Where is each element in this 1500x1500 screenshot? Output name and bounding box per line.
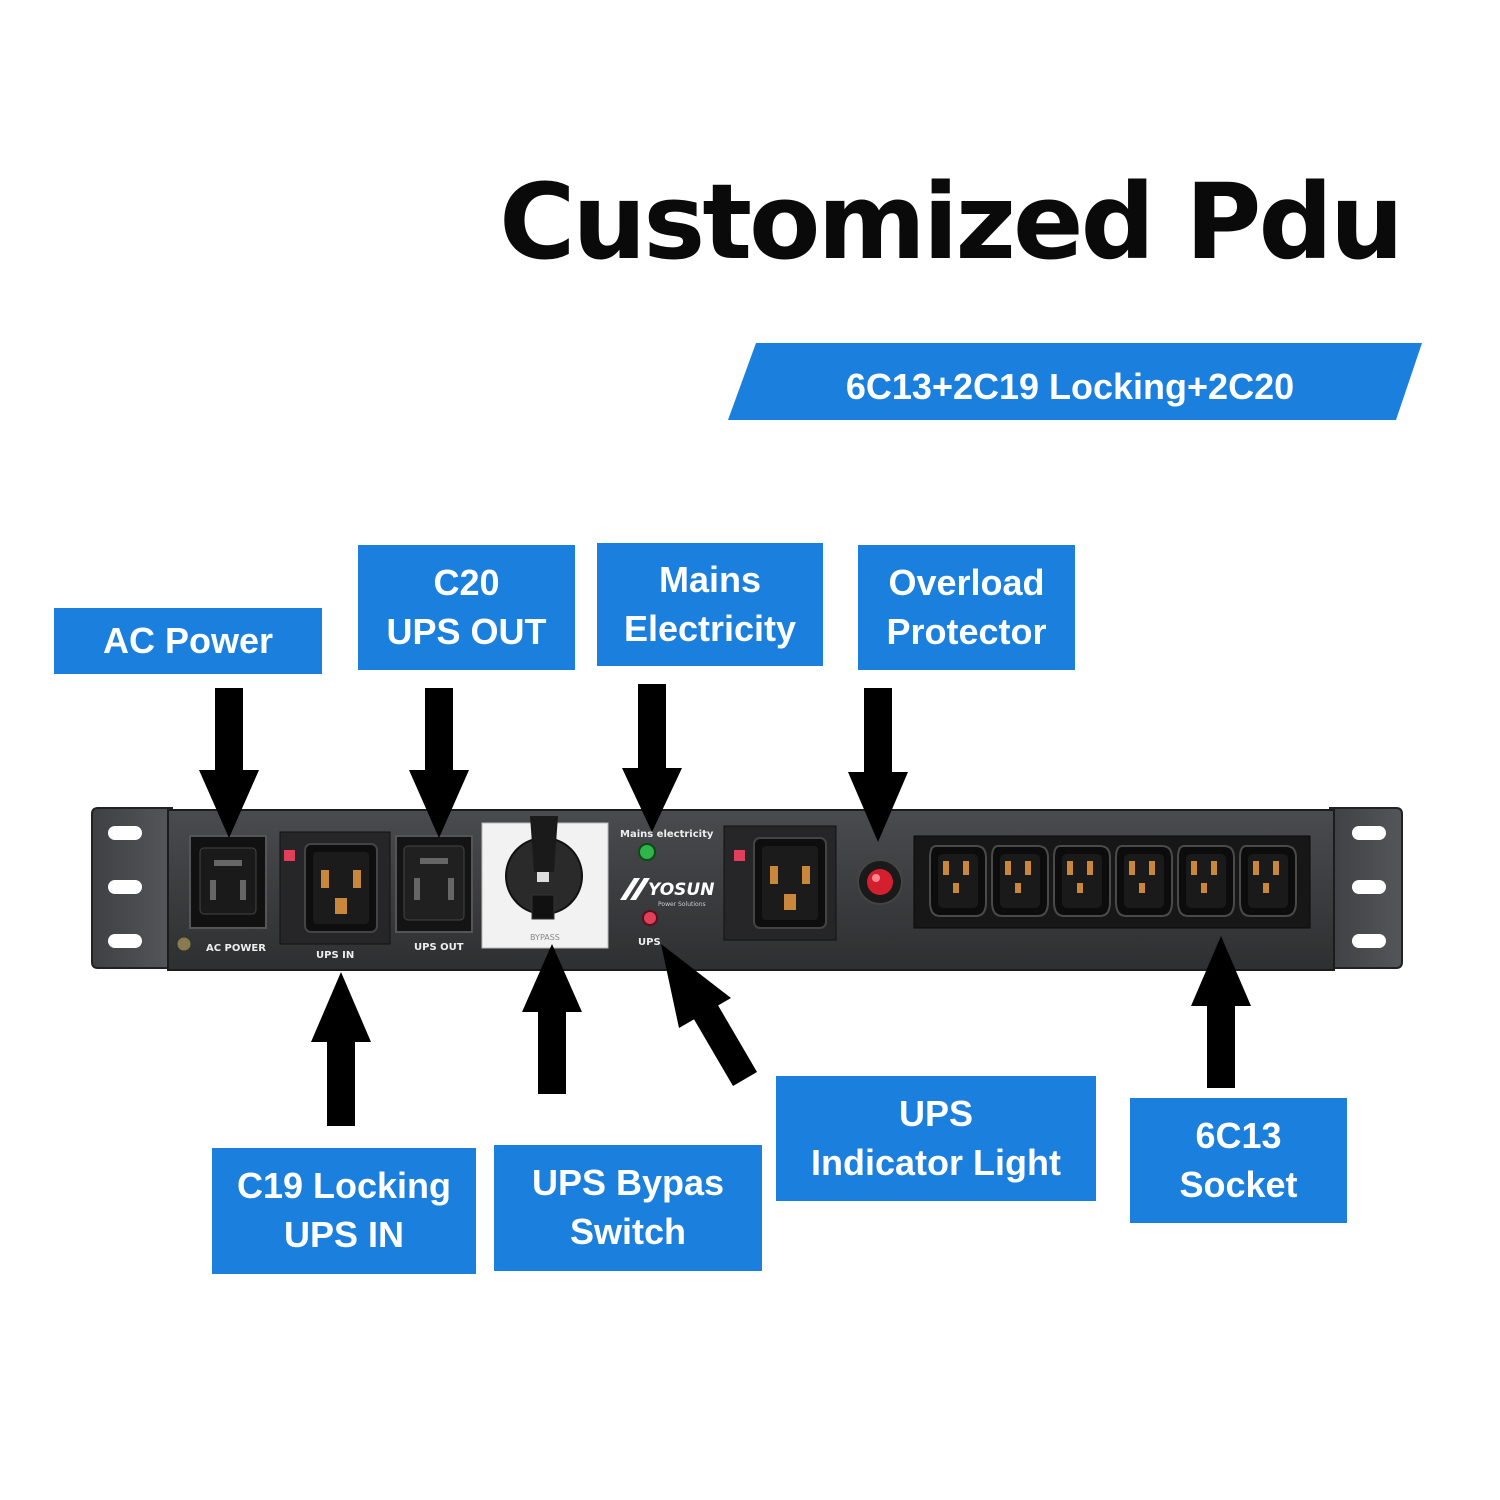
switch-mark: BYPASS [530,933,560,942]
brand-name: YOSUN [648,880,714,900]
arrows [199,684,1251,1126]
rack-ear-right [1329,807,1403,969]
ups-in-led [284,850,295,861]
arrow-ups-indicator-light [661,944,757,1086]
device-label-ac-power: AC POWER [206,943,266,954]
arrow-6c13-socket [1191,936,1251,1088]
arrow-overload-protector [848,688,908,842]
label-ac-power: AC Power [54,608,322,674]
brand-logo: YOSUN Power Solutions [620,878,714,908]
device-label-ups-out: UPS OUT [414,942,464,953]
device-label-mains: Mains electricity [620,829,714,840]
device-label-ups-in: UPS IN [316,950,354,961]
ups-indicator-led [642,910,658,926]
ac-power-inlet: AC POWER [176,835,267,954]
c19-output-led [734,850,745,861]
c13-socket [1239,845,1297,917]
mains-indicator-led [638,843,656,861]
arrow-ac-power [199,688,259,838]
subtitle-text: 6C13+2C19 Locking+2C20 [845,366,1295,407]
ups-bypass-switch: BYPASS [481,816,609,949]
device-label-ups: UPS [638,937,661,948]
c19-locking-socket [304,843,378,933]
arrow-mains-electricity [622,684,682,832]
arrow-c20-ups-out [409,688,469,838]
overload-protector [857,859,903,905]
c13-socket [1177,845,1235,917]
arrow-ups-bypass-switch [522,944,582,1094]
page-title: Customized Pdu [499,161,1404,283]
c13-socket [929,845,987,917]
c13-socket [991,845,1049,917]
rack-ear-left [91,807,173,969]
c13-socket [1053,845,1111,917]
c13-socket-group [929,845,1297,917]
arrow-c19-locking-ups-in [311,972,371,1126]
brand-subtitle: Power Solutions [658,901,706,908]
c13-socket [1115,845,1173,917]
c19-output-socket [753,837,827,929]
